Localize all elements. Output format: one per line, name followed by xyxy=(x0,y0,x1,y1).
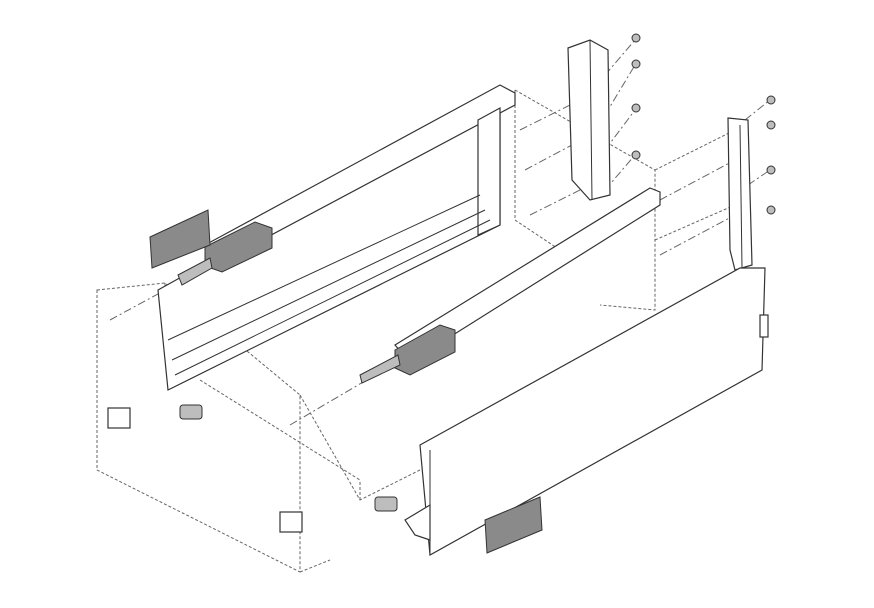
left-front-cover-plate xyxy=(149,209,211,269)
front-fixing-brackets xyxy=(107,404,398,533)
right-drawer-side xyxy=(404,267,769,556)
right-front-cover-plate xyxy=(484,496,543,554)
left-rear-bracket xyxy=(567,39,611,201)
right-runner-rail xyxy=(359,187,661,384)
left-drawer-side xyxy=(157,84,516,391)
right-rear-bracket xyxy=(727,117,753,271)
screws xyxy=(631,33,776,215)
